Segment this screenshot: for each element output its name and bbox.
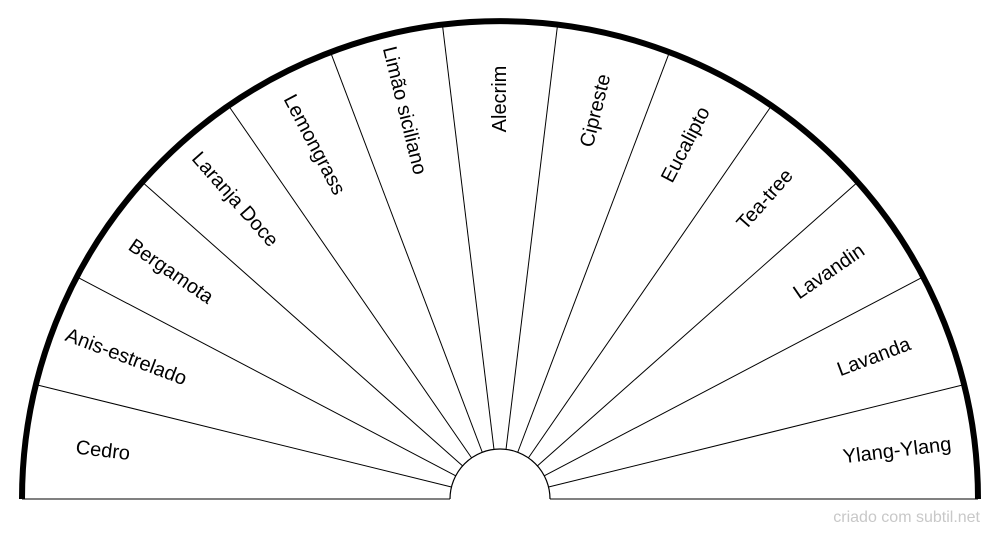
sector-divider [330,51,483,453]
sector-label: Lavandin [790,240,869,304]
sector-label: Cipreste [576,72,615,150]
sector-divider [35,384,452,488]
sector-label: Tea-tree [733,165,798,235]
sector-label: Cedro [75,437,132,465]
sector-divider [441,24,495,450]
sector-label: Lemongrass [279,91,350,199]
sector-divider [505,24,559,450]
sector-divider [548,384,965,488]
sector-divider [228,105,473,459]
sector-label: Alecrim [489,66,511,133]
sector-dividers [22,24,978,500]
sector-divider [141,181,463,467]
sector-divider [527,105,772,459]
sector-label: Anis-estrelado [62,324,189,390]
outer-arc [19,18,981,500]
sector-divider [544,276,924,477]
sector-label: Eucalipto [657,103,715,186]
sector-label: Limão siciliano [378,44,431,177]
sector-label: Bergamota [124,235,218,309]
inner-arc [449,448,551,500]
sector-label: Lavanda [834,333,914,381]
sector-label: Ylang-Ylang [842,433,953,468]
sector-divider [76,276,456,477]
credit-text: criado com subtil.net [833,509,980,526]
sector-divider [537,181,859,467]
sector-divider [517,51,670,453]
